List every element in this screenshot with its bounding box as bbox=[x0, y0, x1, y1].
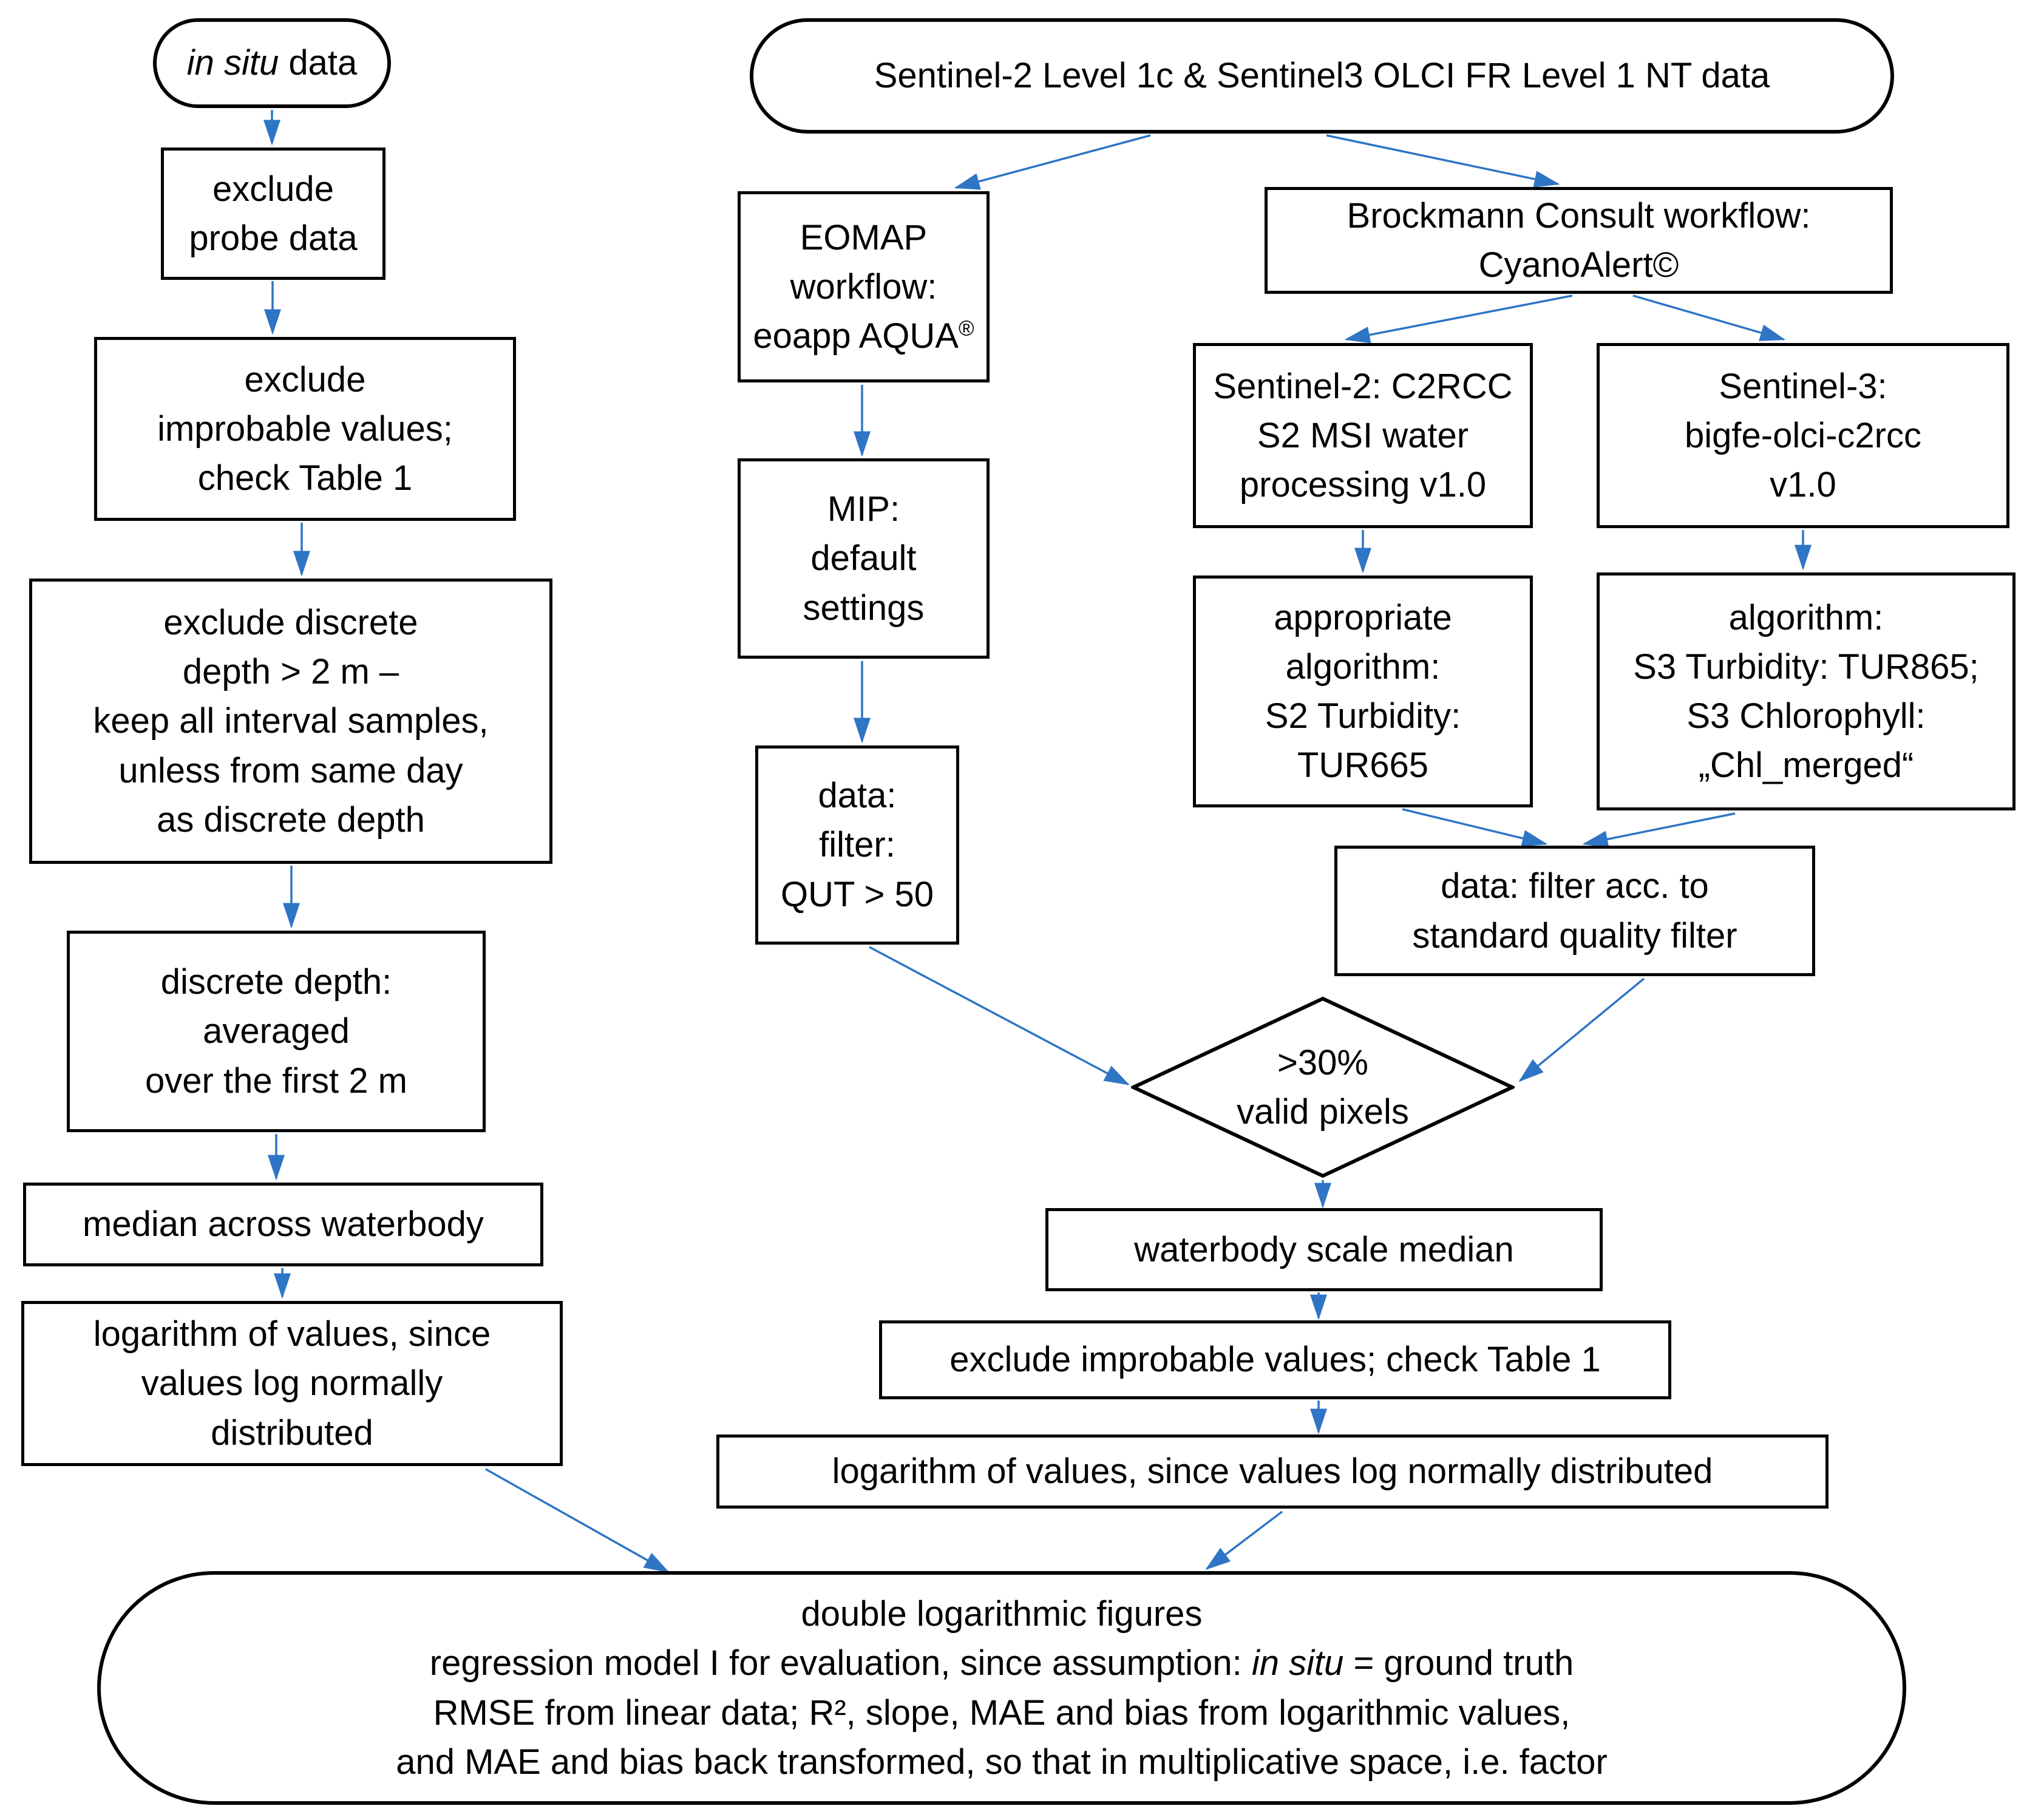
median-across-waterbody-box: median across waterbody bbox=[23, 1183, 543, 1266]
arrow-satellite-to-eomap bbox=[954, 134, 1151, 190]
s3-algorithm-box: algorithm: S3 Turbidity: TUR865; S3 Chlo… bbox=[1597, 572, 2016, 810]
registered-trademark-symbol: ® bbox=[958, 316, 974, 341]
final-line-4: and MAE and bias back transformed, so th… bbox=[396, 1742, 1608, 1782]
exclude-improbable-right-box: exclude improbable values; check Table 1 bbox=[879, 1320, 1671, 1399]
brockmann-consult-box: Brockmann Consult workflow: CyanoAlert© bbox=[1265, 187, 1893, 294]
qut-filter-box: data: filter: QUT > 50 bbox=[755, 745, 959, 945]
satellite-data-oval: Sentinel-2 Level 1c & Sentinel3 OLCI FR … bbox=[750, 18, 1894, 134]
final-line-2: regression model I for evaluation, since… bbox=[429, 1643, 1574, 1683]
waterbody-scale-median-box: waterbody scale median bbox=[1045, 1208, 1603, 1291]
s2-algorithm-box: appropriate algorithm: S2 Turbidity: TUR… bbox=[1193, 576, 1533, 807]
logarithm-left-box: logarithm of values, since values log no… bbox=[21, 1301, 563, 1466]
exclude-discrete-depth-box: exclude discrete depth > 2 m – keep all … bbox=[29, 579, 552, 864]
valid-pixels-label: >30% valid pixels bbox=[1237, 1042, 1409, 1132]
arrow-s3algorithm-to-filter bbox=[1582, 812, 1736, 848]
eomap-line-2: workflow: bbox=[790, 267, 937, 307]
eomap-line-3: eoapp AQUA® bbox=[753, 316, 974, 356]
standard-quality-filter-box: data: filter acc. to standard quality fi… bbox=[1334, 846, 1815, 976]
exclude-improbable-left-box: exclude improbable values; check Table 1 bbox=[94, 337, 516, 521]
valid-pixels-decision: >30% valid pixels bbox=[1131, 996, 1515, 1178]
eomap-line-1: EOMAP bbox=[800, 217, 928, 257]
sentinel3-c2rcc-box: Sentinel-3: bigfe-olci-c2rcc v1.0 bbox=[1597, 343, 2009, 528]
mip-default-settings-box: MIP: default settings bbox=[738, 458, 990, 659]
arrow-brockmann-to-s3 bbox=[1632, 294, 1786, 341]
sentinel2-c2rcc-box: Sentinel-2: C2RCC S2 MSI water processin… bbox=[1193, 343, 1533, 528]
arrow-s2algorithm-to-filter bbox=[1402, 808, 1548, 847]
in-situ-data-oval: in situ data bbox=[153, 18, 391, 108]
arrow-qut-to-diamond bbox=[869, 946, 1130, 1085]
arrow-filter-to-diamond bbox=[1518, 977, 1645, 1082]
final-analysis-oval: double logarithmic figures regression mo… bbox=[97, 1571, 1906, 1805]
arrow-log-right-to-final bbox=[1205, 1510, 1283, 1570]
final-line-1: double logarithmic figures bbox=[801, 1594, 1203, 1634]
exclude-probe-data-box: exclude probe data bbox=[161, 148, 385, 280]
arrow-log-left-to-final bbox=[485, 1468, 670, 1573]
arrow-brockmann-to-s2 bbox=[1344, 294, 1573, 344]
in-situ-label: in situ data bbox=[186, 43, 358, 83]
final-line-3: RMSE from linear data; R², slope, MAE an… bbox=[433, 1693, 1571, 1733]
diamond-shape bbox=[1131, 996, 1515, 1178]
logarithm-right-box: logarithm of values, since values log no… bbox=[716, 1435, 1829, 1509]
arrow-satellite-to-brockmann bbox=[1326, 134, 1560, 188]
eomap-workflow-box: EOMAP workflow: eoapp AQUA® bbox=[738, 191, 990, 382]
discrete-depth-averaged-box: discrete depth: averaged over the first … bbox=[67, 931, 486, 1132]
